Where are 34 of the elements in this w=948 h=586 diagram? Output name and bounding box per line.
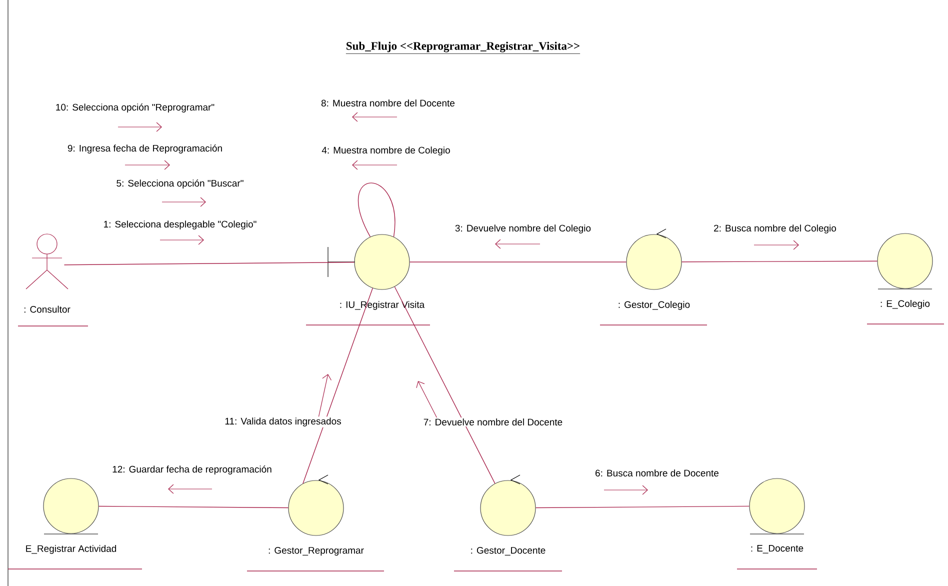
message-label: 5: Selecciona opción "Buscar" [116, 180, 244, 188]
message-label: 3: Devuelve nombre del Colegio [454, 224, 592, 234]
message-label: 9: Ingresa fecha de Reprogramación [68, 144, 222, 154]
entity-object: E_Registrar Actividad [8, 478, 142, 570]
message-label: 1: Selecciona desplegable "Colegio" [104, 220, 256, 230]
node-label: : E_Docente [751, 544, 804, 554]
control-object: : Gestor_Reprogramar [246, 474, 384, 572]
message-label: 11: Valida datos ingresados [224, 416, 342, 428]
control-object: : Gestor_Colegio [600, 228, 708, 326]
link-line [98, 506, 289, 508]
link-line [394, 286, 496, 484]
node-label: : Gestor_Docente [471, 546, 546, 556]
control-object: : Gestor_Docente [454, 474, 562, 572]
message-label: 2: Busca nombre del Colegio [712, 224, 838, 234]
link-line [64, 262, 355, 266]
message-label: 12: Guardar fecha de reprogramación [111, 464, 273, 476]
node-label: : E_Colegio [880, 300, 930, 309]
message-label: 4: Muestra nombre de Colegio [322, 146, 450, 156]
title: Sub_Flujo <<Reprogramar_Registrar_Visita>> [346, 42, 580, 54]
node-label: : Gestor_Colegio [618, 300, 690, 310]
link-line [681, 260, 878, 262]
link-line [535, 506, 750, 508]
entity-object: : E_Docente [736, 478, 818, 570]
node-label: : Gestor_Reprogramar [268, 546, 364, 556]
node-label: E_Registrar Actividad [26, 544, 116, 554]
message-label: 10: Selecciona opción "Reprogramar" [56, 104, 214, 112]
node-label: : Consultor [24, 306, 70, 313]
link-line [358, 182, 396, 238]
entity-object: : E_Colegio [866, 233, 944, 324]
message-label: 6: Busca nombre de Docente [594, 468, 720, 478]
message-label: 7: Devuelve nombre del Docente [422, 418, 564, 426]
link-line [302, 288, 374, 484]
message-label: 8: Muestra nombre del Docente [321, 100, 455, 106]
actor-figure: : Consultor [18, 234, 88, 326]
